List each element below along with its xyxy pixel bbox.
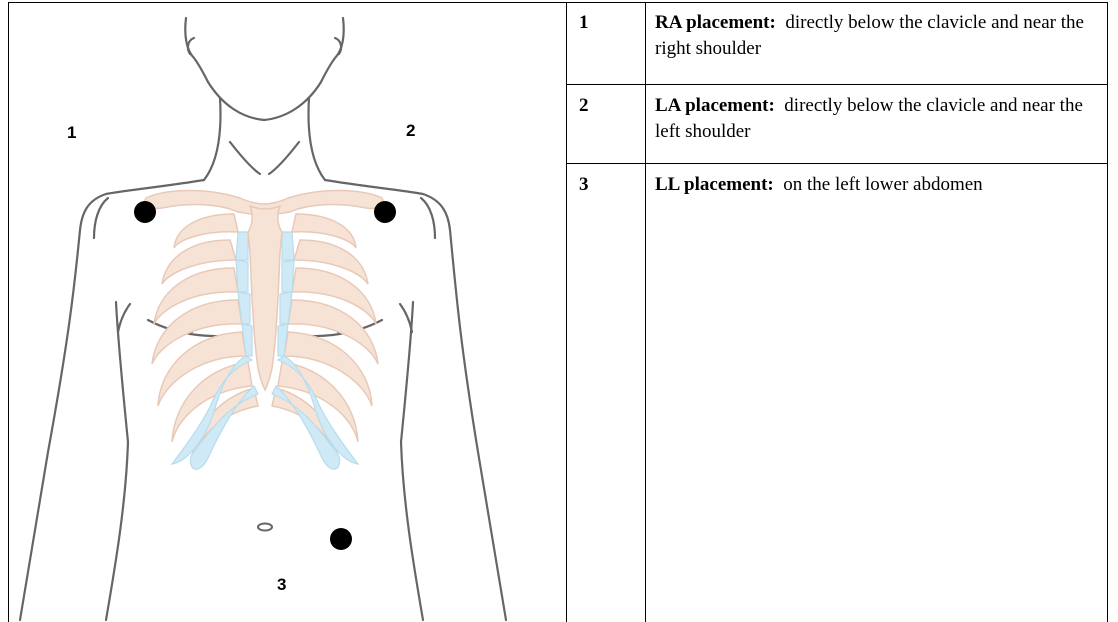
- row-number: 2: [579, 93, 589, 119]
- ll-electrode: [330, 528, 352, 550]
- table-row: 1 RA placement: directly below the clavi…: [567, 2, 1108, 84]
- table-row: 3 LL placement: on the left lower abdome…: [567, 164, 1108, 620]
- callout-1: 1: [67, 123, 76, 143]
- la-electrode: [374, 201, 396, 223]
- row-text: on the left lower abdomen: [783, 174, 982, 195]
- row-description: RA placement: directly below the clavicl…: [655, 10, 1095, 62]
- torso-diagram: [8, 2, 567, 622]
- table-row: 2 LA placement: directly below the clavi…: [567, 85, 1108, 163]
- torso-figure: 1 2 3: [8, 2, 567, 622]
- ra-electrode: [134, 201, 156, 223]
- row-description: LA placement: directly below the clavicl…: [655, 93, 1095, 145]
- row-term: LA placement:: [655, 95, 775, 116]
- row-number: 1: [579, 10, 589, 36]
- callout-2: 2: [406, 121, 415, 141]
- sternum: [248, 206, 282, 390]
- row-description: LL placement: on the left lower abdomen: [655, 172, 1095, 198]
- callout-3: 3: [277, 575, 286, 595]
- navel: [258, 524, 272, 531]
- row-term: RA placement:: [655, 12, 776, 33]
- row-number: 3: [579, 172, 589, 198]
- row-term: LL placement:: [655, 174, 774, 195]
